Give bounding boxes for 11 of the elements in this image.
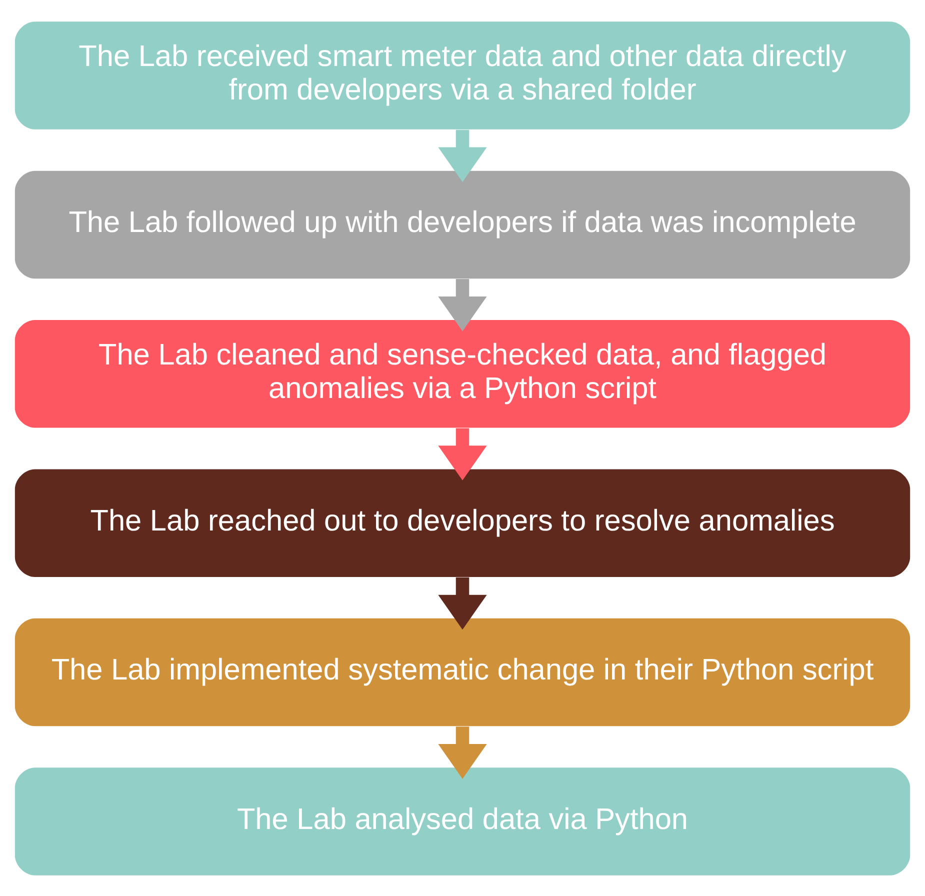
node-box: The Lab implemented systematic change in their Python script (14, 618, 910, 726)
node-box: The Lab followed up with developers if data was incomplete (14, 170, 910, 278)
arrow (438, 428, 487, 480)
node-box: The Lab cleaned and sense-checked data, and flagged anomalies via a Python script (14, 320, 910, 428)
arrow (438, 726, 487, 778)
node-box: The Lab reached out to developers to resolve anomalies (14, 468, 910, 576)
arrow (438, 278, 487, 331)
node-box: The Lab received smart meter data and other data directly from developers via a shared folder (14, 21, 910, 129)
arrow (438, 576, 487, 630)
node-box: The Lab analysed data via Python (14, 767, 910, 875)
arrow (438, 129, 487, 182)
